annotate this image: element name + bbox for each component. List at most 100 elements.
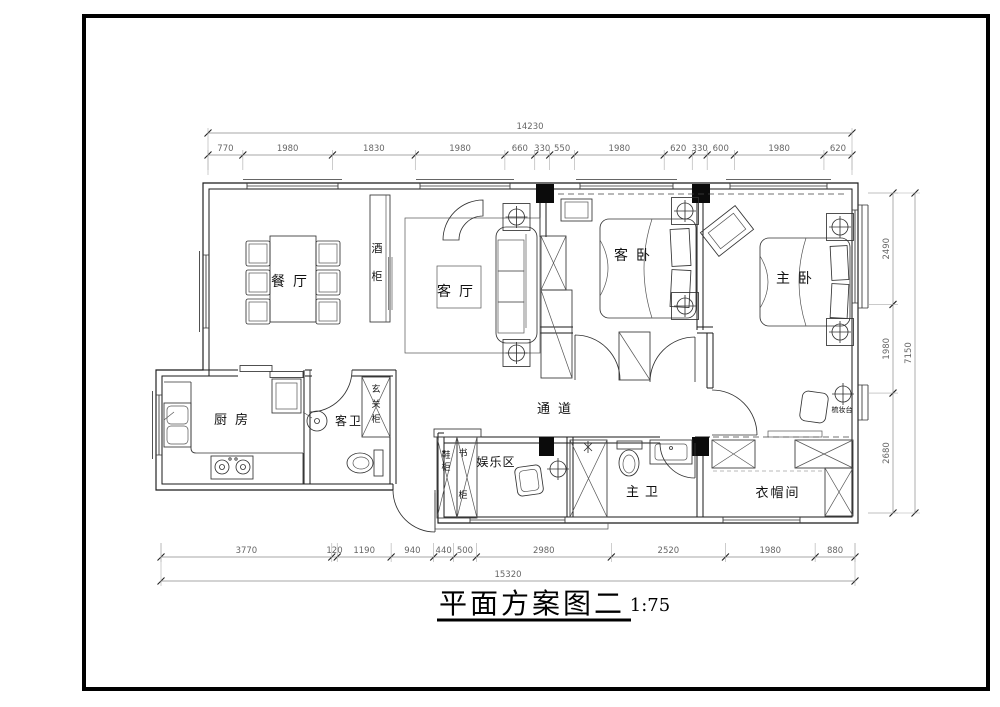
sheet-border bbox=[82, 14, 990, 691]
toilet bbox=[616, 440, 643, 477]
svg-text:550: 550 bbox=[554, 144, 570, 154]
ceiling-lamp bbox=[546, 457, 570, 481]
label-dining-room: 餐厅 bbox=[271, 274, 315, 290]
shower bbox=[569, 439, 608, 518]
label-shoe-cabinet: 鞋柜 bbox=[441, 449, 450, 472]
desk bbox=[560, 198, 593, 222]
corner-speaker bbox=[442, 199, 484, 241]
label-guest-bathroom: 客卫 bbox=[335, 413, 363, 428]
svg-text:1980: 1980 bbox=[449, 144, 471, 154]
book-cabinet-box bbox=[456, 436, 478, 519]
window-right-master-bedroom bbox=[852, 204, 869, 309]
drawing-title: 平面方案图二 bbox=[439, 588, 625, 620]
dining-table-set bbox=[245, 235, 341, 325]
svg-text:620: 620 bbox=[670, 144, 686, 154]
svg-text:14230: 14230 bbox=[516, 122, 543, 132]
label-master-bathroom: 主卫 bbox=[626, 484, 664, 499]
label-corridor: 通道 bbox=[537, 401, 579, 416]
wash-basin bbox=[306, 410, 328, 432]
svg-text:2490: 2490 bbox=[882, 238, 892, 260]
window-top-dining bbox=[243, 179, 342, 189]
corridor-end-door bbox=[711, 389, 758, 436]
svg-text:7150: 7150 bbox=[904, 342, 914, 364]
pillow bbox=[669, 228, 692, 267]
furniture bbox=[163, 194, 855, 533]
svg-text:940: 940 bbox=[404, 546, 420, 556]
chair bbox=[514, 464, 544, 497]
master-bed bbox=[759, 237, 851, 327]
svg-text:1190: 1190 bbox=[353, 546, 375, 556]
svg-text:2680: 2680 bbox=[882, 442, 892, 464]
svg-text:440: 440 bbox=[436, 546, 452, 556]
dashed-lines bbox=[558, 193, 852, 472]
svg-text:1980: 1980 bbox=[277, 144, 299, 154]
doors bbox=[309, 334, 758, 533]
label-living-room: 客厅 bbox=[437, 283, 481, 300]
corridor-cabinets bbox=[618, 331, 651, 381]
master-bathroom-door bbox=[659, 442, 696, 479]
title-underline bbox=[437, 618, 631, 622]
dressing-area bbox=[767, 382, 855, 438]
svg-text:1980: 1980 bbox=[759, 546, 781, 556]
kitchen-furniture bbox=[163, 365, 304, 484]
window-top-guest-bedroom bbox=[576, 179, 677, 189]
svg-text:600: 600 bbox=[713, 144, 729, 154]
label-entry-cabinet: 玄关柜 bbox=[371, 383, 380, 424]
svg-text:120: 120 bbox=[326, 546, 342, 556]
stove bbox=[210, 455, 254, 480]
ceiling-lamp bbox=[502, 203, 531, 231]
sliding-door bbox=[239, 365, 304, 378]
title-block: 平面方案图二 1:75 bbox=[437, 588, 670, 622]
vanity-sink bbox=[649, 439, 693, 465]
window-bottom-cloakroom bbox=[722, 517, 801, 523]
dressing-shelf bbox=[767, 430, 823, 438]
label-master-bedroom: 主卧 bbox=[776, 271, 820, 287]
entry-door bbox=[392, 489, 436, 533]
window-top-living bbox=[416, 179, 514, 189]
entry-cabinet-box bbox=[361, 376, 391, 438]
svg-text:1980: 1980 bbox=[768, 144, 790, 154]
entertainment-furniture bbox=[433, 428, 570, 519]
window-left-kitchen bbox=[152, 391, 162, 459]
master-bathroom-fixtures bbox=[569, 439, 693, 518]
kitchen-sink bbox=[163, 402, 192, 448]
wardrobe bbox=[540, 235, 573, 379]
label-guest-bedroom: 客卧 bbox=[614, 247, 658, 264]
svg-text:2980: 2980 bbox=[533, 546, 555, 556]
svg-text:770: 770 bbox=[217, 144, 233, 154]
window-right-dressing bbox=[858, 384, 869, 421]
stool bbox=[799, 390, 829, 424]
windows bbox=[152, 179, 869, 530]
living-room-area bbox=[404, 199, 541, 367]
label-wine-cabinet: 酒柜 bbox=[372, 242, 383, 283]
ceiling-lamp bbox=[826, 213, 854, 241]
guest-bathroom-door bbox=[309, 369, 353, 413]
mirror bbox=[831, 382, 855, 406]
window-top-master-bedroom bbox=[726, 179, 831, 189]
label-dressing-table: 梳妆台 bbox=[832, 405, 853, 414]
guest-bed bbox=[599, 218, 697, 319]
svg-text:1830: 1830 bbox=[363, 144, 385, 154]
guest-bedroom-furniture bbox=[540, 197, 699, 379]
master-bedroom-door bbox=[649, 336, 696, 383]
guest-bedroom-door bbox=[574, 334, 621, 381]
svg-text:330: 330 bbox=[692, 144, 708, 154]
toilet bbox=[346, 449, 384, 477]
fridge bbox=[271, 378, 302, 414]
pillow bbox=[829, 245, 850, 281]
label-book-cabinet: 书柜 bbox=[458, 448, 467, 500]
label-cloakroom: 衣帽间 bbox=[755, 485, 800, 500]
svg-text:880: 880 bbox=[827, 546, 843, 556]
label-entertainment-area: 娱乐区 bbox=[476, 455, 515, 469]
svg-text:15320: 15320 bbox=[494, 570, 521, 580]
svg-text:1980: 1980 bbox=[609, 144, 631, 154]
svg-text:500: 500 bbox=[457, 546, 473, 556]
svg-text:660: 660 bbox=[512, 144, 528, 154]
label-kitchen: 厨房 bbox=[214, 412, 256, 427]
